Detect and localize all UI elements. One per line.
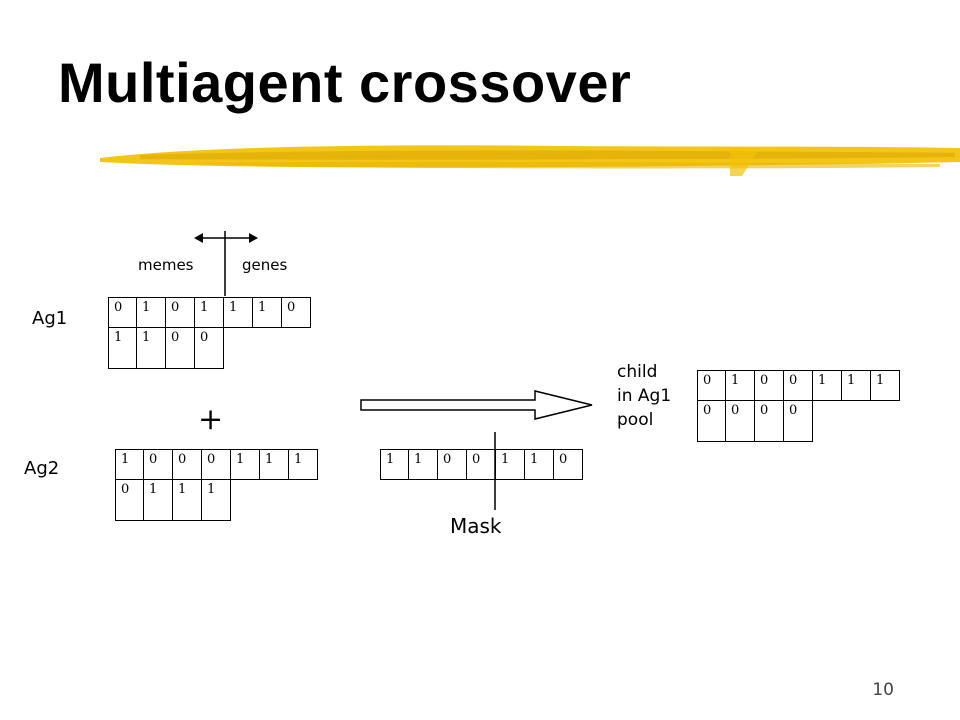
- right-arrowhead-icon: [249, 233, 258, 243]
- ag1-gene-cell: 1: [137, 298, 166, 328]
- ag1-label: Ag1: [32, 308, 68, 329]
- ag2-gene-cell: 1: [289, 450, 318, 480]
- ag1-meme-cell: 1: [137, 328, 166, 369]
- ag2-memes-row: 0 1 1 1: [115, 480, 231, 521]
- child-meme-cell: 0: [726, 401, 755, 442]
- memes-label: memes: [138, 256, 194, 274]
- plus-sign: +: [198, 402, 224, 437]
- genes-label: genes: [242, 256, 288, 274]
- mask-cell: 0: [438, 450, 467, 480]
- child-gene-cell: 0: [784, 371, 813, 401]
- mask-cell: 1: [409, 450, 438, 480]
- ag1-gene-cell: 0: [166, 298, 195, 328]
- ag2-gene-cell: 1: [231, 450, 260, 480]
- ag2-gene-cell: 0: [144, 450, 173, 480]
- ag1-gene-cell: 1: [253, 298, 282, 328]
- result-block-arrow-icon: [360, 390, 593, 420]
- ag1-gene-cell: 0: [108, 298, 137, 328]
- left-arrowhead-icon: [194, 233, 203, 243]
- ag1-gene-cell: 1: [224, 298, 253, 328]
- ag1-meme-cell: 0: [166, 328, 195, 369]
- child-label-line2: in Ag1: [617, 386, 672, 406]
- ag2-meme-cell: 1: [144, 480, 173, 521]
- ag2-gene-cell: 1: [260, 450, 289, 480]
- ag2-meme-cell: 0: [115, 480, 144, 521]
- mask-cell: 0: [467, 450, 496, 480]
- ag2-label: Ag2: [24, 458, 60, 479]
- ag1-meme-cell: 1: [108, 328, 137, 369]
- child-gene-cell: 1: [871, 371, 900, 401]
- ag2-gene-cell: 0: [202, 450, 231, 480]
- child-label: child in Ag1 pool: [617, 360, 671, 432]
- ag2-gene-cell: 0: [173, 450, 202, 480]
- child-gene-cell: 1: [842, 371, 871, 401]
- child-gene-cell: 0: [755, 371, 784, 401]
- mask-cell: 1: [525, 450, 554, 480]
- ag2-meme-cell: 1: [202, 480, 231, 521]
- child-gene-cell: 1: [813, 371, 842, 401]
- mask-cell: 0: [554, 450, 583, 480]
- mask-cell: 1: [496, 450, 525, 480]
- mask-cell: 1: [380, 450, 409, 480]
- child-meme-cell: 0: [755, 401, 784, 442]
- mask-label: Mask: [450, 514, 502, 538]
- ag2-meme-cell: 1: [173, 480, 202, 521]
- child-label-line1: child: [617, 362, 658, 382]
- title-underline-brush: [100, 145, 960, 176]
- ag1-gene-cell: 1: [195, 298, 224, 328]
- ag1-genes-row: 0 1 0 1 1 1 0: [108, 297, 311, 328]
- child-gene-cell: 0: [697, 371, 726, 401]
- child-genes-row: 0 1 0 0 1 1 1: [697, 370, 900, 401]
- ag1-gene-cell: 0: [282, 298, 311, 328]
- ag2-gene-cell: 1: [115, 450, 144, 480]
- child-gene-cell: 1: [726, 371, 755, 401]
- mask-row: 1 1 0 0 1 1 0: [380, 449, 583, 480]
- child-memes-row: 0 0 0 0: [697, 401, 813, 442]
- child-label-line3: pool: [617, 410, 654, 430]
- child-meme-cell: 0: [697, 401, 726, 442]
- ag2-genes-row: 1 0 0 0 1 1 1: [115, 449, 318, 480]
- ag1-meme-cell: 0: [195, 328, 224, 369]
- child-meme-cell: 0: [784, 401, 813, 442]
- ag1-memes-row: 1 1 0 0: [108, 328, 224, 369]
- page-number: 10: [872, 680, 894, 700]
- page-title: Multiagent crossover: [58, 51, 632, 114]
